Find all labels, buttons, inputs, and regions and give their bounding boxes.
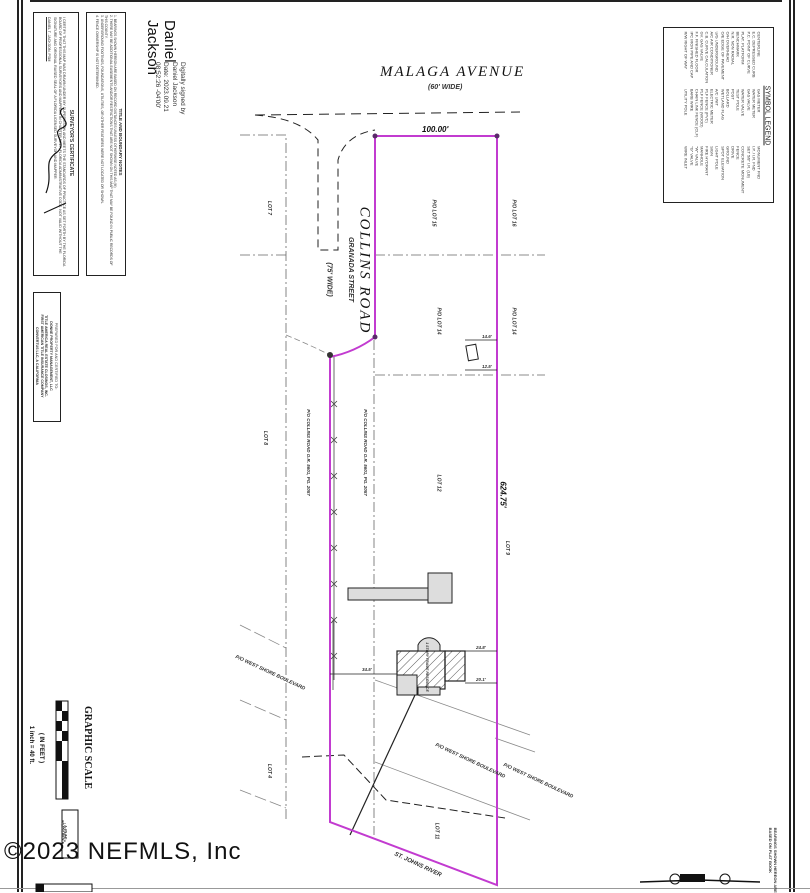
building-dimension: 14.6'	[482, 334, 492, 339]
prepared-for-box: PREPARED FOR AND CERTIFIED TO: DONNE PRO…	[33, 292, 61, 422]
lot-label: LOT 7	[266, 200, 273, 216]
lot-label: P/O LOT 14	[510, 307, 517, 335]
residence-label: 1 STORY FRAME RESIDENCE	[424, 642, 429, 692]
street-collins-width: (75' WIDE)	[325, 262, 333, 297]
street-collins-road: COLLINS ROAD	[356, 206, 373, 335]
street-malaga-avenue: MALAGA AVENUE	[380, 64, 526, 80]
title-notes-box: TITLE AND BOUNDARY NOTES 1. BEARINGS SHO…	[86, 12, 126, 276]
north-arrow-ornament	[639, 873, 761, 885]
frame-bottom-border	[0, 888, 810, 889]
frame-right-border-inner	[793, 0, 795, 892]
parcel-label: P/O COLLINS ROAD O.R. 5601, PG. 2057	[362, 409, 368, 496]
graphic-scale-title: GRAPHIC SCALE	[82, 705, 94, 790]
lot-label: LOT 11	[433, 822, 440, 840]
frame-right-border-outer	[789, 0, 791, 892]
graphic-scale-units: ( IN FEET )	[38, 732, 45, 764]
bearing-note-line-1: BEARINGS SHOWN HEREON ARE	[772, 827, 778, 893]
graphic-scale-ratio: 1 inch = 40 ft.	[28, 725, 35, 765]
street-malaga-width: (60' WIDE)	[428, 84, 463, 91]
lot-label: P/O LOT 16	[510, 199, 517, 227]
property-boundary	[329, 135, 498, 887]
building-dimension: 20.1'	[476, 677, 486, 682]
lot-label: LOT 4	[266, 763, 273, 779]
north-boundary-dimension: 100.00'	[422, 125, 449, 134]
street-granada-street: GRANADA STREET	[347, 236, 355, 303]
lot-label: LOT 12	[435, 474, 442, 492]
surveyor-certificate-box: SURVEYOR'S CERTIFICATE I CERTIFY THAT TH…	[33, 12, 79, 276]
graphic-scale-bar	[55, 700, 69, 800]
signature-scribble-icon	[43, 107, 67, 214]
frame-top-border	[30, 0, 782, 2]
lot-label: LOT 8	[262, 430, 269, 446]
building-dimension: 24.8'	[476, 645, 486, 650]
building-dimension: 12.5'	[482, 364, 492, 369]
copyright-watermark: ©2023 NEFMLS, Inc	[4, 838, 242, 865]
lot-label: LOT 9	[504, 540, 511, 556]
frame-left-border-inner	[21, 0, 23, 892]
symbol-legend-box: SYMBOL LEGEND CENTERLINE E.C. DEPRESSED …	[663, 27, 774, 203]
lot-label: P/O LOT 14	[435, 307, 442, 335]
east-boundary-dimension: 624.75'	[498, 481, 508, 508]
frame-left-border-outer	[17, 0, 19, 892]
parcel-label: P/O COLLINS ROAD O.R. 5601, PG. 2057	[305, 409, 311, 496]
building-dimension: 34.5'	[362, 667, 372, 672]
lot-label: P/O LOT 15	[430, 199, 437, 227]
bearing-note: BEARINGS SHOWN HEREON ARE BASED ON PLAT …	[767, 827, 778, 893]
